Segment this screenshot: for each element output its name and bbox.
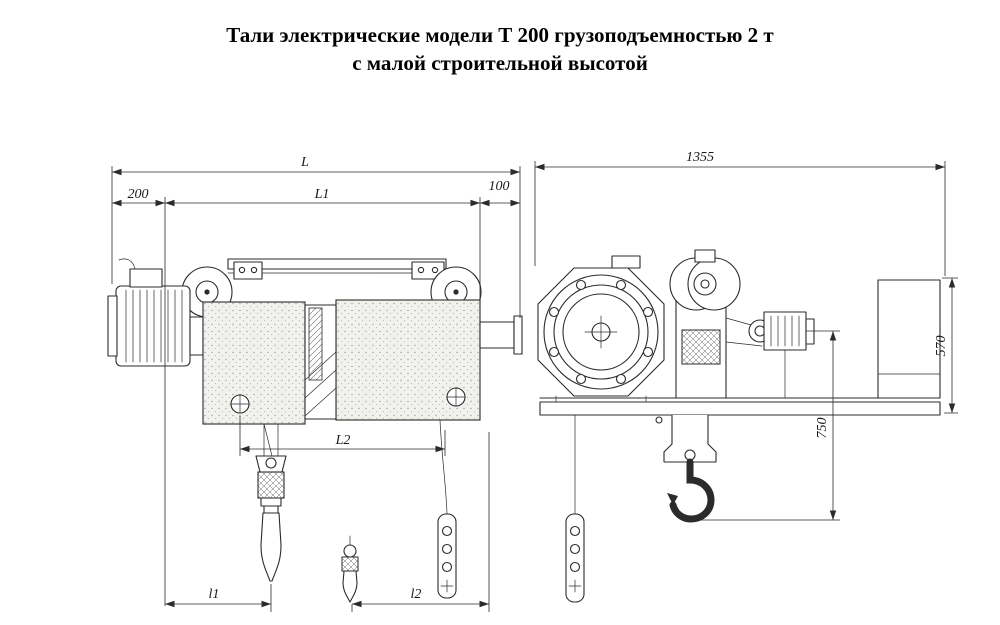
dim-label-100: 100: [489, 179, 510, 194]
front-view-dimensions: L 200 L1 100 L2 l1 l2: [111, 155, 521, 612]
sheave-assembly: [669, 249, 763, 399]
hook-assembly-side: [663, 415, 717, 523]
rope-drum-housing: [202, 299, 481, 425]
travel-motor: [748, 311, 815, 399]
pendant-control-side: [565, 414, 585, 603]
dim-label-L1: L1: [314, 187, 330, 202]
hook-block-main: [255, 455, 287, 582]
front-view: [107, 258, 523, 603]
dim-label-l2-lower: l2: [411, 587, 422, 602]
dim-label-200: 200: [128, 187, 149, 202]
motor-end-view: [537, 255, 665, 397]
support-rail: [539, 395, 941, 424]
hook-small: [341, 535, 359, 603]
drawing-title-line2: с малой строительной высотой: [352, 51, 648, 75]
dim-label-570: 570: [934, 336, 949, 357]
dim-label-750: 750: [815, 418, 830, 439]
end-carriage-box: [877, 279, 941, 399]
limit-switch-shaft: [479, 315, 523, 355]
side-view: [537, 249, 941, 603]
hoist-ropes: [263, 423, 279, 457]
trolley-beam: [227, 258, 447, 280]
drawing-title-line1: Тали электрические модели Т 200 грузопод…: [226, 23, 774, 47]
pendant-control-front: [437, 419, 457, 599]
dim-label-L: L: [300, 155, 309, 170]
hoist-motor: [107, 258, 204, 367]
side-view-dimensions: 1355 570 750: [534, 150, 958, 521]
dim-label-l1-lower: l1: [209, 587, 220, 602]
dim-label-L2: L2: [335, 433, 351, 448]
dim-label-1355: 1355: [686, 150, 714, 165]
